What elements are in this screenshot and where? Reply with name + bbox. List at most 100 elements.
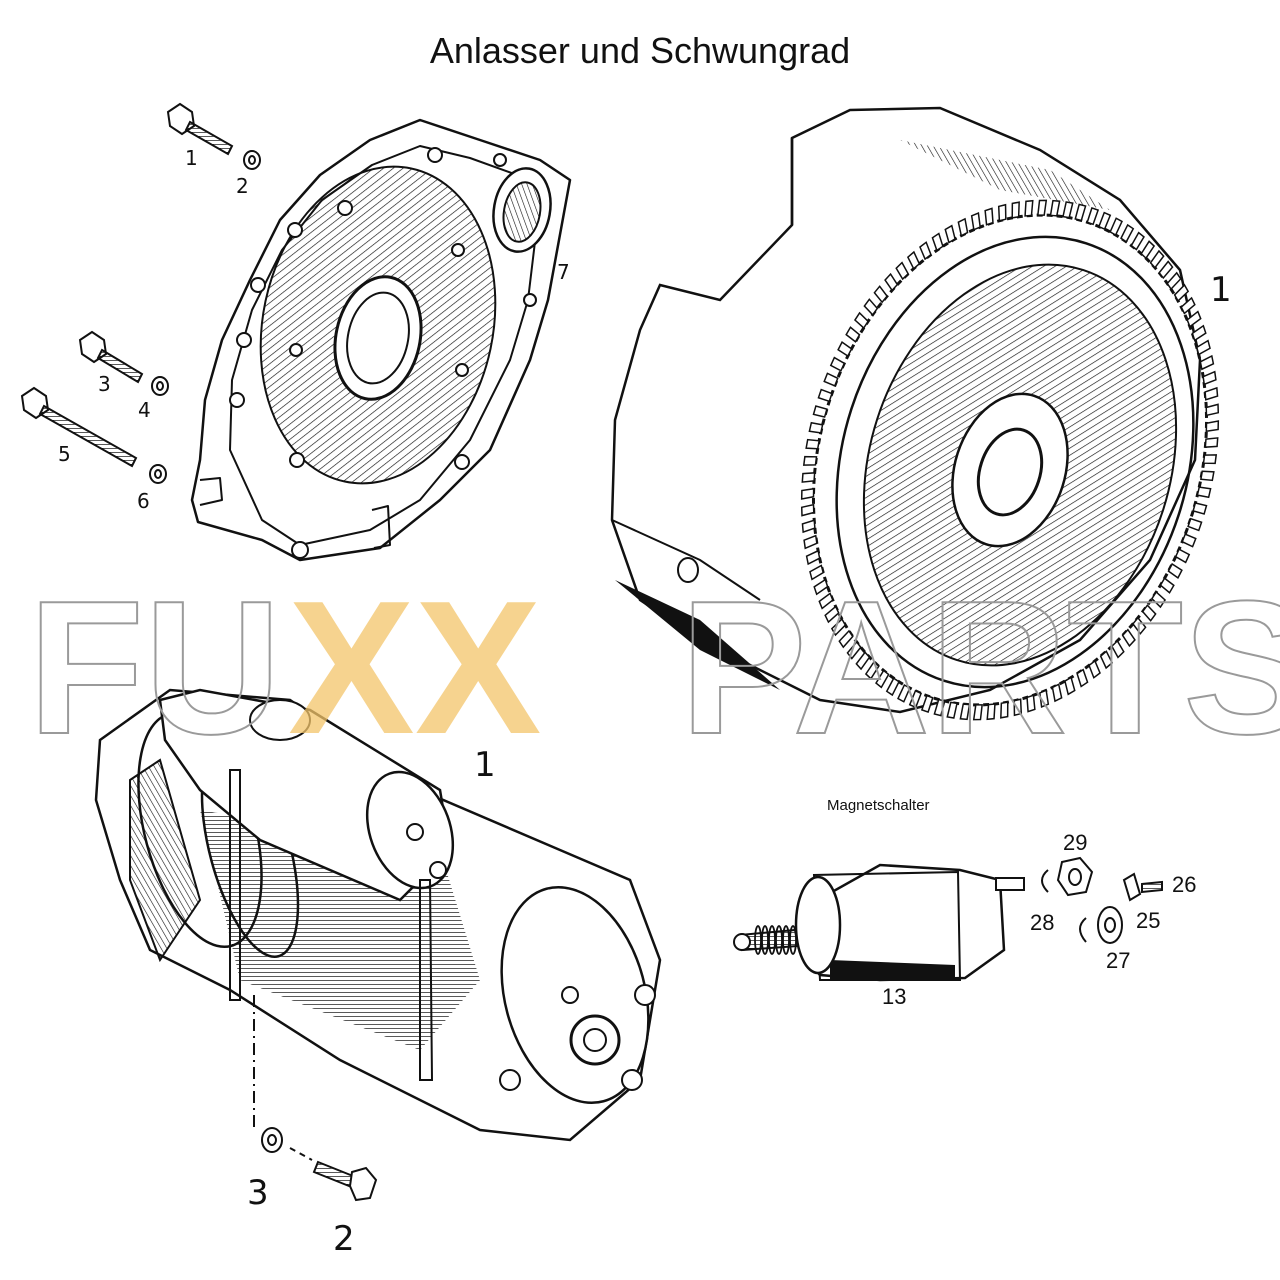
callout-housing-2: 2 [236, 174, 249, 198]
gear-tooth [895, 261, 910, 281]
gear-tooth [1011, 201, 1020, 219]
gear-tooth [818, 592, 834, 610]
gear-tooth [906, 250, 921, 270]
callout-housing-5: 5 [58, 442, 71, 466]
callout-solenoid-26: 26 [1172, 872, 1197, 897]
gear-tooth [864, 660, 880, 680]
callout-housing-6: 6 [137, 489, 150, 513]
gear-tooth [1062, 201, 1074, 219]
gear-tooth [986, 703, 996, 721]
gear-tooth [1191, 324, 1207, 342]
gear-tooth [1140, 240, 1156, 260]
gear-tooth [1120, 223, 1135, 243]
gear-tooth [801, 519, 816, 534]
gear-tooth [1186, 310, 1202, 328]
flywheel [610, 106, 1209, 714]
gear-tooth [1099, 650, 1114, 670]
gear-tooth [1202, 454, 1218, 465]
gear-tooth [933, 698, 946, 717]
gear-tooth [863, 298, 879, 316]
gear-tooth [1039, 689, 1050, 708]
gear-tooth [908, 689, 923, 709]
watermark-right: PARTS [680, 562, 1280, 774]
bolt-1 [166, 102, 234, 156]
gear-tooth [1204, 437, 1219, 448]
gear-tooth [1150, 590, 1167, 609]
gear-tooth [812, 405, 828, 418]
gear-tooth [837, 341, 853, 358]
gear-tooth [1088, 659, 1101, 679]
gear-tooth [1149, 249, 1165, 269]
clip-25 [1122, 872, 1142, 902]
flywheel-housing [190, 118, 572, 562]
callout-housing-4: 4 [138, 398, 151, 422]
gear-tooth [805, 438, 821, 450]
solenoid-caption: Magnetschalter [827, 797, 930, 814]
callout-solenoid-29: 29 [1063, 830, 1088, 855]
gear-tooth [808, 421, 824, 434]
gear-tooth [1024, 199, 1034, 217]
gear-tooth [1202, 370, 1217, 386]
gear-tooth [1121, 628, 1136, 648]
gear-tooth [805, 549, 821, 566]
callout-starter: 1 [474, 745, 496, 785]
gear-tooth [1205, 403, 1220, 417]
gear-tooth [838, 629, 854, 649]
gear-tooth [1173, 283, 1190, 303]
gear-tooth [944, 224, 956, 244]
gear-tooth [829, 356, 846, 372]
gear-tooth [824, 605, 840, 624]
bolt-3 [78, 330, 144, 384]
gear-tooth [1074, 203, 1087, 222]
flywheel-ring-gear [800, 199, 1220, 721]
callout-housing-1: 1 [185, 146, 198, 170]
gear-tooth [800, 503, 815, 517]
gear-tooth [873, 285, 889, 304]
gear-tooth [801, 472, 816, 483]
starter-fasteners [253, 995, 378, 1202]
gear-tooth [984, 207, 994, 226]
watermark-left: FU [28, 562, 281, 774]
gear-tooth [1141, 604, 1157, 622]
gear-tooth [1110, 639, 1125, 659]
gear-tooth [809, 564, 825, 581]
gear-tooth [946, 701, 958, 719]
gear-tooth [1109, 217, 1123, 237]
gear-tooth [1086, 207, 1100, 226]
gear-tooth [823, 372, 839, 387]
gear-tooth [1013, 698, 1023, 717]
solenoid-small-parts [1041, 856, 1163, 944]
gear-tooth [1199, 354, 1215, 371]
gear-tooth [1000, 701, 1009, 719]
gear-tooth [853, 311, 870, 330]
gear-tooth [931, 232, 944, 252]
gear-tooth [1196, 486, 1212, 499]
gear-tooth [1026, 694, 1036, 713]
gear-tooth [1192, 502, 1208, 515]
gear-tooth [1199, 470, 1215, 482]
gear-tooth [957, 217, 969, 237]
gear-tooth [1076, 668, 1089, 688]
gear-tooth [875, 669, 890, 689]
callout-housing-3: 3 [98, 372, 111, 396]
gear-tooth [846, 640, 862, 660]
housing-fasteners [20, 102, 261, 484]
gear-tooth [1204, 386, 1219, 401]
screw-26 [1141, 880, 1163, 894]
gear-tooth [1159, 577, 1175, 594]
gear-tooth [1130, 231, 1145, 251]
callout-starter-washer: 3 [247, 1173, 269, 1213]
gear-tooth [802, 455, 818, 466]
spring-coil [754, 925, 762, 955]
bolt-2 [312, 1160, 378, 1202]
spring-coil [789, 925, 797, 955]
gear-tooth [919, 241, 932, 261]
solenoid [733, 863, 1025, 982]
gear-tooth [1181, 533, 1197, 548]
gear-tooth [1187, 517, 1203, 532]
gear-tooth [1131, 616, 1147, 635]
callout-solenoid-28: 28 [1030, 910, 1055, 935]
spring-coil [768, 925, 776, 955]
gear-tooth [800, 487, 815, 500]
